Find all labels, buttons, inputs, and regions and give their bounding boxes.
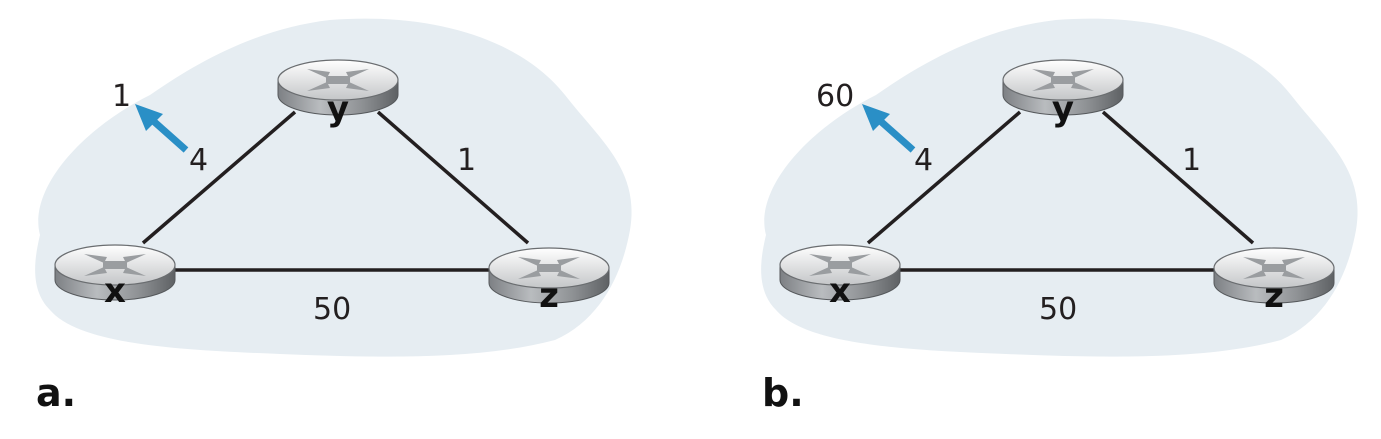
panel-label-a: a. xyxy=(36,371,76,415)
link-y-z xyxy=(1101,110,1255,245)
cost-x-y: 4 xyxy=(914,143,933,178)
cost-x-z: 50 xyxy=(313,292,351,327)
router-z: z xyxy=(488,247,610,316)
cost-x-z: 50 xyxy=(1039,292,1077,327)
panel-a: y x z 1 4 1 50 a. xyxy=(35,18,632,415)
link-x-y xyxy=(866,110,1022,245)
network-cloud xyxy=(35,18,632,357)
router-y: y xyxy=(1002,59,1124,129)
router-x-label: x xyxy=(104,271,126,311)
router-x: x xyxy=(779,244,901,311)
cost-x-y: 4 xyxy=(189,143,208,178)
router-y-label: y xyxy=(327,89,349,129)
changed-cost-label: 1 xyxy=(112,79,131,114)
network-cloud xyxy=(761,18,1358,357)
link-y-z xyxy=(376,110,530,245)
arrow-up-left-icon xyxy=(862,104,916,153)
arrow-up-left-icon xyxy=(135,104,189,153)
cost-y-z: 1 xyxy=(1182,143,1201,178)
router-x-label: x xyxy=(829,271,851,311)
router-z-label: z xyxy=(1264,276,1284,316)
panel-label-b: b. xyxy=(762,371,804,415)
changed-cost-label: 60 xyxy=(816,79,854,114)
panel-b: y x z 60 4 1 50 b. xyxy=(761,18,1358,415)
link-x-y xyxy=(141,110,297,245)
router-y: y xyxy=(277,59,399,129)
router-y-label: y xyxy=(1052,89,1074,129)
router-z: z xyxy=(1213,247,1335,316)
router-z-label: z xyxy=(539,276,559,316)
cost-y-z: 1 xyxy=(457,143,476,178)
router-x: x xyxy=(54,244,176,311)
